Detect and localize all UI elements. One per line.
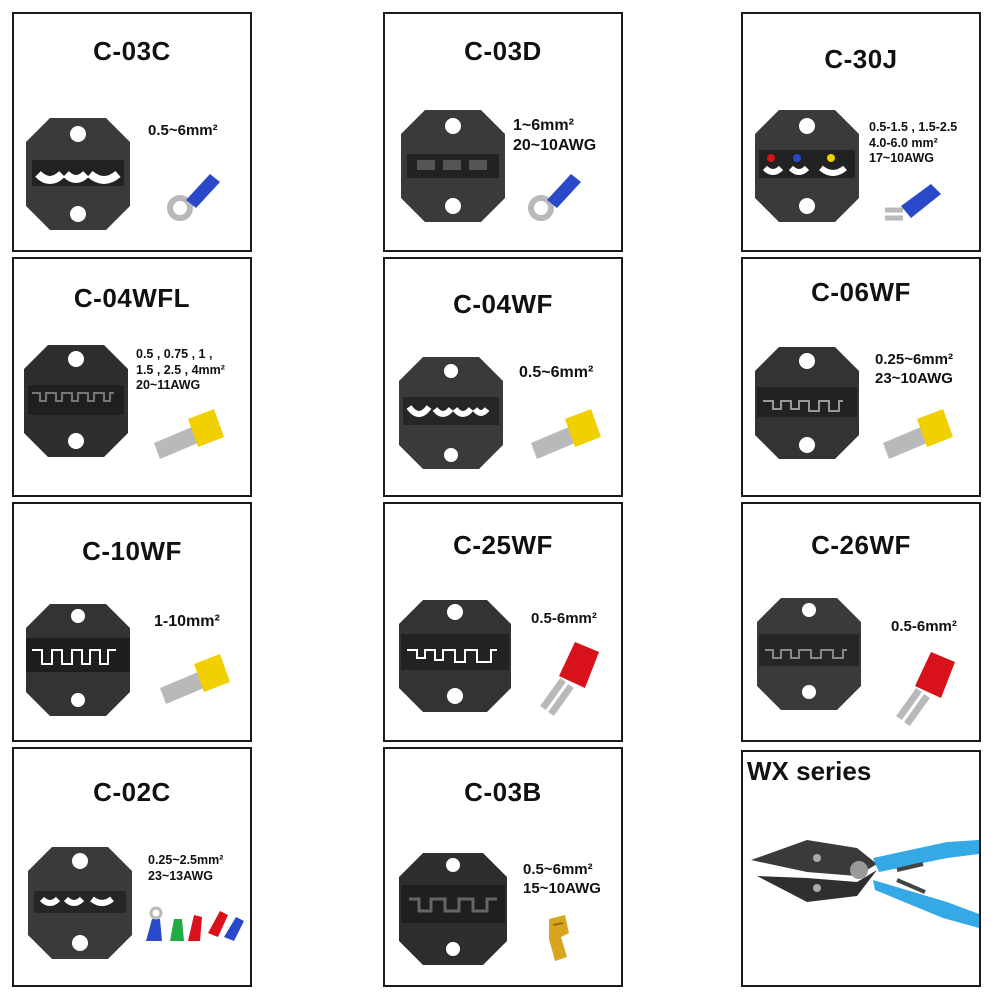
die-model-title: C-26WF xyxy=(811,530,911,560)
ferrule-yellow-icon xyxy=(531,409,601,459)
crimp-die-icon xyxy=(757,598,861,710)
die-card-c25wf[interactable]: C-25WF 0.5-6mm² xyxy=(383,502,623,742)
wx-series-card[interactable]: WX series xyxy=(741,750,981,987)
crimp-die-icon xyxy=(24,345,128,457)
die-model-title: C-10WF xyxy=(82,536,182,566)
crimp-die-icon xyxy=(26,604,130,716)
wire-spec-text: 0.25~6mm² 23~10AWG xyxy=(875,351,953,387)
die-model-title: C-06WF xyxy=(811,277,911,307)
twin-ferrule-red-icon xyxy=(896,652,955,726)
crimp-die-icon xyxy=(26,118,130,230)
wire-spec-text: 0.5-1.5 , 1.5-2.5 4.0-6.0 mm² 17~10AWG xyxy=(869,120,958,166)
wire-spec-text: 0.25~2.5mm² 23~13AWG xyxy=(148,853,224,883)
die-card-c06wf[interactable]: C-06WF 0.25~6mm² 23~10AWG xyxy=(741,257,981,497)
crimp-die-icon xyxy=(28,847,132,959)
die-model-title: C-30J xyxy=(824,44,898,74)
die-model-title: C-03B xyxy=(464,777,542,807)
wire-spec-text: 0.5 , 0.75 , 1 , 1.5 , 2.5 , 4mm² 20~11A… xyxy=(136,347,225,393)
ferrule-yellow-icon xyxy=(883,409,953,459)
crimp-die-icon xyxy=(399,600,511,712)
die-card-c30j[interactable]: C-30J 0.5-1.5 , 1.5-2.5 4.0-6.0 mm² 17~1… xyxy=(741,12,981,252)
die-card-c03c[interactable]: C-03C 0.5~6mm² xyxy=(12,12,252,252)
die-card-c02c[interactable]: C-02C 0.25~2.5mm² 23~13AWG xyxy=(12,747,252,987)
flag-terminal-icon xyxy=(549,915,569,961)
wire-spec-text: 0.5~6mm² xyxy=(519,364,594,381)
crimp-die-icon xyxy=(755,347,859,459)
die-model-title: C-04WF xyxy=(453,289,553,319)
die-model-title: C-03C xyxy=(93,36,171,66)
crimp-die-icon xyxy=(401,110,505,222)
die-card-c04wfl[interactable]: C-04WFL 0.5 , 0.75 , 1 , 1.5 , 2.5 , 4mm… xyxy=(12,257,252,497)
wire-spec-text: 0.5-6mm² xyxy=(531,610,597,627)
wire-spec-text: 1~6mm² 20~10AWG xyxy=(513,117,597,154)
die-card-c10wf[interactable]: C-10WF 1-10mm² xyxy=(12,502,252,742)
ring-blue-icon xyxy=(528,174,581,221)
ring-blue-icon xyxy=(167,174,220,221)
die-model-title: C-03D xyxy=(464,36,542,66)
die-card-c03b[interactable]: C-03B 0.5~6mm² 15~10AWG xyxy=(383,747,623,987)
insulated-terminals-icon xyxy=(146,906,244,941)
die-model-title: C-02C xyxy=(93,777,171,807)
crimp-die-icon xyxy=(755,110,859,222)
wire-spec-text: 0.5~6mm² 15~10AWG xyxy=(523,861,601,897)
spade-blue-icon xyxy=(885,184,941,221)
die-model-title: C-25WF xyxy=(453,530,553,560)
die-model-title: C-04WFL xyxy=(73,283,191,313)
crimp-die-icon xyxy=(399,853,507,965)
wire-spec-text: 1-10mm² xyxy=(154,613,220,630)
twin-ferrule-red-icon xyxy=(540,642,599,716)
die-card-c26wf[interactable]: C-26WF 0.5-6mm² xyxy=(741,502,981,742)
die-card-c04wf[interactable]: C-04WF 0.5~6mm² xyxy=(383,257,623,497)
die-card-c03d[interactable]: C-03D 1~6mm² 20~10AWG xyxy=(383,12,623,252)
crimp-die-icon xyxy=(399,357,503,469)
wire-spec-text: 0.5~6mm² xyxy=(148,122,218,139)
crimping-plier-icon xyxy=(751,840,979,928)
wire-spec-text: 0.5-6mm² xyxy=(891,618,957,635)
wx-series-title: WX series xyxy=(747,756,872,786)
ferrule-yellow-icon xyxy=(160,654,230,704)
ferrule-yellow-icon xyxy=(154,409,224,459)
